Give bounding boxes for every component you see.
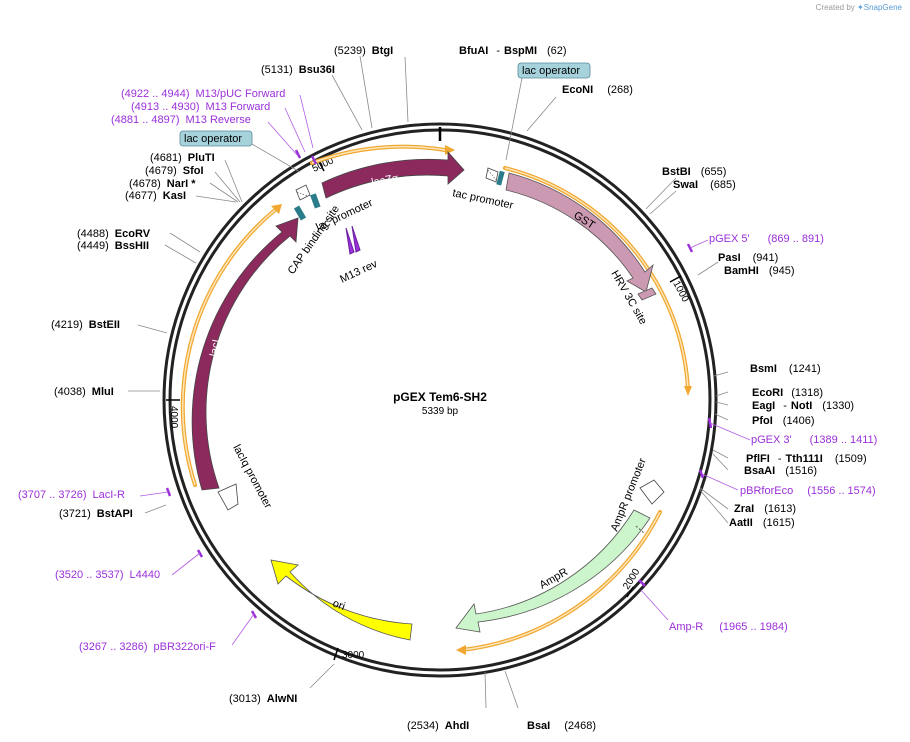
credit-prefix: Created by xyxy=(815,3,855,12)
site-eagi-noti[interactable]: EagI-NotI(1330) xyxy=(752,400,854,412)
primer-marker-pbrforeco xyxy=(698,469,705,479)
site-btgi[interactable]: (5239)BtgI xyxy=(334,45,393,57)
site-econi[interactable]: EcoNI(268) xyxy=(562,84,633,96)
lac-operator-label-2: lac operator xyxy=(184,133,242,145)
tac-lac-operator-marker xyxy=(496,170,505,186)
site-bstbi[interactable]: BstBI(655) xyxy=(662,166,726,178)
ori-label: ori xyxy=(331,598,347,613)
site-ahdi[interactable]: (2534)AhdI xyxy=(407,720,469,732)
primer-l4440[interactable]: (3520 .. 3537)L4440 xyxy=(55,569,160,581)
primer-m13-puc-forward[interactable]: (4922 .. 4944)M13/pUC Forward xyxy=(121,88,285,100)
site-bsteii[interactable]: (4219)BstEII xyxy=(51,319,120,331)
snapgene-credit: Created by ✦SnapGene xyxy=(816,3,902,12)
tick-3000 xyxy=(333,647,339,661)
site-ecorv[interactable]: (4488)EcoRV xyxy=(77,228,151,240)
laciq-promoter-feature[interactable] xyxy=(217,483,239,511)
plasmid-size: 5339 bp xyxy=(422,406,459,417)
cap-site-marker xyxy=(293,205,307,221)
site-pluti[interactable]: (4681)PluTI xyxy=(150,152,215,164)
orf-band-gst xyxy=(503,166,690,392)
snapgene-logo-icon: ✦ xyxy=(857,3,864,12)
primer-marker-laci-r xyxy=(165,487,172,497)
primer-pgex5[interactable]: pGEX 5'(869 .. 891) xyxy=(709,233,824,245)
plasmid-name: pGEX Tem6-SH2 xyxy=(393,390,487,404)
site-leaders xyxy=(128,55,729,709)
primer-laci-r[interactable]: (3707 .. 3726)LacI-R xyxy=(18,489,125,501)
lac-operator-leader-1 xyxy=(505,77,523,161)
primer-markers xyxy=(165,149,713,619)
m13-rev-label: M13 rev xyxy=(338,258,380,286)
orf-arrowhead-gst xyxy=(684,386,692,396)
primer-leaders xyxy=(139,94,751,646)
ampr-promoter-feature[interactable] xyxy=(639,479,665,505)
tac-promoter-label: tac promoter xyxy=(451,187,514,212)
tick-label-1000: 1000 xyxy=(670,279,690,304)
site-bamhi[interactable]: BamHI(945) xyxy=(724,265,795,277)
primer-labels: (4922 .. 4944)M13/pUC Forward (4913 .. 4… xyxy=(18,88,877,653)
lac-promoter-operator-marker xyxy=(310,193,321,209)
ampr-feature[interactable] xyxy=(455,509,651,633)
primer-pbr322ori-f[interactable]: (3267 .. 3286)pBR322ori-F xyxy=(79,641,216,653)
m13-rev-arrow-2[interactable] xyxy=(351,225,361,253)
primer-m13-reverse[interactable]: (4881 .. 4897)M13 Reverse xyxy=(111,114,251,126)
site-bstapi[interactable]: (3721)BstAPI xyxy=(59,508,133,520)
primer-marker-m13 xyxy=(294,149,302,159)
site-zrai[interactable]: ZraI(1613) xyxy=(734,503,796,515)
lac-promoter-feature[interactable] xyxy=(295,184,311,201)
laci-label: lacI xyxy=(208,339,223,358)
lac-operator-label-1: lac operator xyxy=(522,65,580,77)
tick-label-2000: 2000 xyxy=(621,567,642,592)
site-pflfi-tth111i[interactable]: PflFI-Tth111I(1509) xyxy=(746,453,867,465)
primer-pgex3[interactable]: pGEX 3'(1389 .. 1411) xyxy=(751,434,877,446)
site-sfoi[interactable]: (4679)SfoI xyxy=(145,165,204,177)
site-swai[interactable]: SwaI(685) xyxy=(673,179,736,191)
gst-feature[interactable] xyxy=(505,172,654,293)
m13-rev-arrow-1[interactable] xyxy=(345,227,355,255)
lac-operator-box-1[interactable]: lac operator xyxy=(517,62,591,79)
site-bsai[interactable]: BsaI(2468) xyxy=(527,720,596,732)
orf-arrowhead-laci xyxy=(271,204,282,214)
site-bfuai-bspmi[interactable]: BfuAI-BspMI(62) xyxy=(459,45,567,57)
orf-arrowhead-lacza xyxy=(445,145,455,155)
ori-feature[interactable] xyxy=(270,559,413,641)
tick-label-4000: 4000 xyxy=(168,406,179,429)
site-bsshii[interactable]: (4449)BssHII xyxy=(77,240,149,252)
hrv-3c-site-feature[interactable] xyxy=(637,287,657,301)
site-mlui[interactable]: (4038)MluI xyxy=(54,386,114,398)
laci-feature[interactable] xyxy=(191,217,299,491)
site-aatii[interactable]: AatII(1615) xyxy=(729,517,795,529)
orf-arrowhead-ampr xyxy=(456,645,466,655)
site-bsmi[interactable]: BsmI(1241) xyxy=(750,363,821,375)
primer-marker-m13-2 xyxy=(310,155,318,165)
primer-m13-forward[interactable]: (4913 .. 4930)M13 Forward xyxy=(131,101,270,113)
lacza-label: lacZα xyxy=(370,172,399,189)
tick-label-3000: 3000 xyxy=(342,650,365,661)
tick-2000 xyxy=(626,586,634,598)
primer-pbrforeco[interactable]: pBRforEco(1556 .. 1574) xyxy=(740,485,876,497)
site-labels: (5239)BtgI (5131)Bsu36I BfuAI-BspMI(62) … xyxy=(51,45,867,732)
tick-1000 xyxy=(669,275,682,283)
site-alwni[interactable]: (3013)AlwNI xyxy=(229,693,297,705)
primer-amp-r[interactable]: Amp-R(1965 .. 1984) xyxy=(669,621,788,633)
backbone-outer-circle xyxy=(162,122,718,678)
site-nari[interactable]: (4678)NarI * xyxy=(129,178,196,190)
site-kasi[interactable]: (4677)KasI xyxy=(125,190,186,202)
lac-operator-box-2[interactable]: lac operator xyxy=(179,130,253,147)
lacza-feature[interactable] xyxy=(321,150,465,199)
site-pfoi[interactable]: PfoI(1406) xyxy=(752,415,815,427)
site-pasi[interactable]: PasI(941) xyxy=(718,252,778,264)
primer-marker-ampr xyxy=(638,579,646,587)
site-ecori[interactable]: EcoRI(1318) xyxy=(752,387,823,399)
site-bsu36i[interactable]: (5131)Bsu36I xyxy=(261,64,335,76)
site-bsaai[interactable]: BsaAI(1516) xyxy=(744,465,817,477)
lac-operator-leader-2 xyxy=(251,143,301,173)
credit-brand: SnapGene xyxy=(863,3,902,12)
